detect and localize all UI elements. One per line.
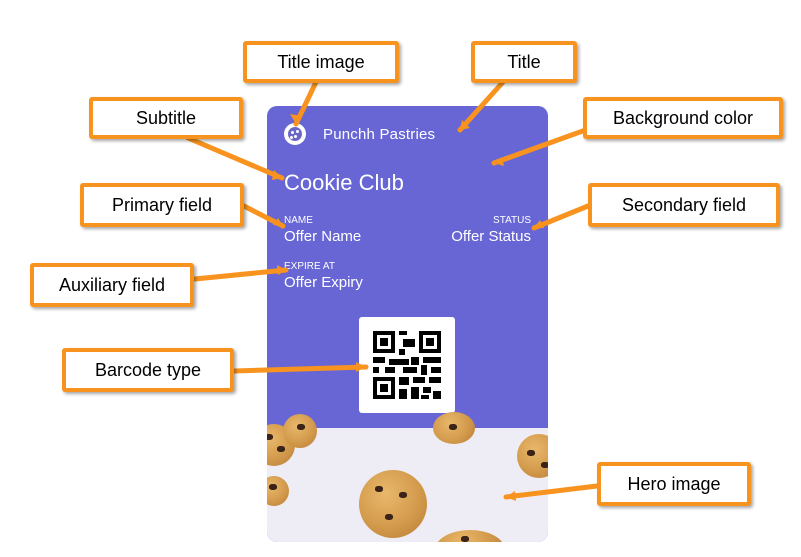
primary-field-label: NAME <box>284 215 313 226</box>
callout-secondary-field: Secondary field <box>588 183 780 227</box>
cookie-image <box>517 434 548 478</box>
qr-code-icon <box>373 331 441 399</box>
callout-subtitle: Subtitle <box>89 97 243 139</box>
issuer-name: Punchh Pastries <box>323 126 436 143</box>
pass-card: Punchh Pastries Cookie Club NAME Offer N… <box>267 106 548 542</box>
callout-background-color: Background color <box>583 97 783 139</box>
cookies-photo <box>267 412 548 542</box>
cookie-image <box>359 470 427 538</box>
auxiliary-field-label: EXPIRE AT <box>284 261 335 272</box>
cookie-image <box>433 412 475 444</box>
callout-title-image: Title image <box>243 41 399 83</box>
callout-auxiliary-field: Auxiliary field <box>30 263 194 307</box>
callout-primary-field: Primary field <box>80 183 244 227</box>
callout-title: Title <box>471 41 577 83</box>
pass-header: Punchh Pastries Cookie Club NAME Offer N… <box>267 106 548 428</box>
cookie-image <box>435 530 505 542</box>
barcode <box>359 317 455 413</box>
secondary-field-label: STATUS <box>493 215 531 226</box>
auxiliary-field-value: Offer Expiry <box>284 274 363 291</box>
cookie-image <box>283 414 317 448</box>
callout-barcode-type: Barcode type <box>62 348 234 392</box>
secondary-field-value: Offer Status <box>451 228 531 245</box>
cookie-image <box>267 476 289 506</box>
callout-hero-image: Hero image <box>597 462 751 506</box>
cookie-icon <box>284 123 306 145</box>
primary-field-value: Offer Name <box>284 228 362 245</box>
pass-title: Cookie Club <box>284 170 404 195</box>
